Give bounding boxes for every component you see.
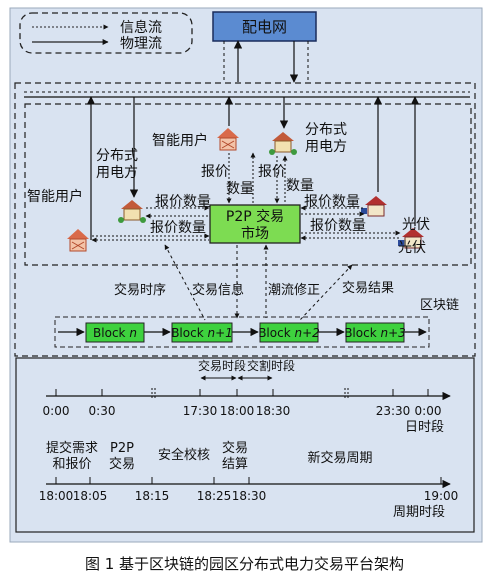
cycle-period-label: 周期时段	[393, 505, 445, 520]
smart-user-left-label: 智能用户	[27, 188, 83, 205]
pv-top-label: 光伏	[402, 217, 430, 233]
bid-qty-label: 报价数量	[155, 194, 211, 210]
pv-house-icon	[398, 228, 424, 249]
consumer-house-icon	[118, 200, 146, 223]
cycle-timeline: 提交需求 和报价 P2P 交易 安全校核 交易 结算 新交易周期 18:00 1…	[39, 440, 459, 520]
tick-label: 18:30	[232, 489, 267, 503]
legend-physical-flow: 物理流	[120, 36, 162, 52]
block-n-plus-3	[345, 322, 405, 343]
phase-line: 结算	[222, 457, 248, 472]
block-n	[85, 322, 145, 343]
tick-label: 19:00	[424, 489, 459, 503]
phase-line: 和报价	[52, 457, 91, 472]
block-label: Block n	[93, 326, 137, 340]
dist-right-line2: 用电方	[305, 139, 347, 155]
tick-label: 0:00	[415, 404, 442, 418]
blockchain-label: 区块链	[420, 298, 459, 313]
tick-label: 18:25	[197, 489, 232, 503]
p2p-market-box	[209, 204, 301, 244]
dist-right-line1: 分布式	[305, 122, 347, 138]
phase-line: 提交需求	[46, 440, 98, 456]
trade-info-label: 交易信息	[192, 282, 244, 298]
bid-qty-label: 报价数量	[310, 218, 366, 234]
bid-qty-label: 报价数量	[150, 220, 206, 236]
tick-label: 0:30	[89, 404, 116, 418]
tick-label: 18:00	[39, 489, 74, 503]
tick-label: 0:00	[43, 404, 70, 418]
qty-label: 数量	[226, 181, 254, 197]
tick-label: 18:30	[256, 404, 291, 418]
daily-period-label: 日时段	[405, 420, 444, 435]
daily-timeline: 交易时段 交割时段 0:00 0:30 17:30 18:00 18:30 23…	[43, 358, 451, 435]
grid-label: 配电网	[242, 18, 287, 36]
pv-house-icon	[361, 196, 387, 217]
block-label: Block n+2	[258, 326, 320, 340]
smart-user-top-label: 智能用户	[152, 132, 208, 149]
phase-line: P2P	[110, 441, 134, 456]
figure-caption: 图 1 基于区块链的园区分布式电力交易平台架构	[84, 555, 405, 573]
smart-home-icon	[67, 229, 89, 252]
phase-line: 交易	[109, 456, 135, 472]
timeline-panel	[15, 357, 475, 533]
tick-label: 18:00	[220, 404, 255, 418]
legend-info-flow: 信息流	[120, 19, 162, 36]
blockchain-container	[54, 316, 430, 348]
user-area	[24, 103, 472, 266]
tick-label: 17:30	[183, 404, 218, 418]
dist-left-line1: 分布式	[96, 148, 138, 164]
bid-label: 报价	[258, 164, 286, 180]
bid-qty-label: 报价数量	[304, 194, 360, 210]
flow-correction-label: 潮流修正	[268, 283, 320, 298]
tick-label: 23:30	[376, 404, 411, 418]
market-line2: 市场	[241, 225, 269, 242]
tick-label: 18:05	[73, 489, 108, 503]
legend: 信息流 物理流	[19, 12, 193, 54]
delivery-period-label: 交割时段	[247, 358, 295, 373]
bid-label: 报价	[201, 164, 229, 180]
pv-bottom-label: 光伏	[398, 240, 426, 256]
market-line1: P2P 交易	[226, 208, 284, 225]
tick-label: 18:15	[135, 489, 170, 503]
time-order-label: 交易时序	[114, 282, 166, 298]
phase-line: 交易	[222, 440, 248, 456]
smart-home-icon	[217, 128, 239, 151]
block-n-plus-2	[259, 322, 319, 343]
trading-period-label: 交易时段	[198, 358, 246, 373]
qty-label: 数量	[286, 178, 314, 194]
platform-boundary	[14, 82, 476, 357]
trade-result-label: 交易结果	[342, 280, 394, 296]
block-n-plus-1	[171, 322, 233, 343]
phase-line: 安全校核	[158, 447, 210, 463]
grid-box	[212, 11, 317, 42]
block-label: Block n+1	[171, 326, 233, 340]
dist-left-line2: 用电方	[96, 165, 138, 181]
consumer-house-icon	[269, 132, 297, 155]
block-label: Block n+3	[344, 326, 406, 340]
phase-line: 新交易周期	[307, 450, 372, 466]
